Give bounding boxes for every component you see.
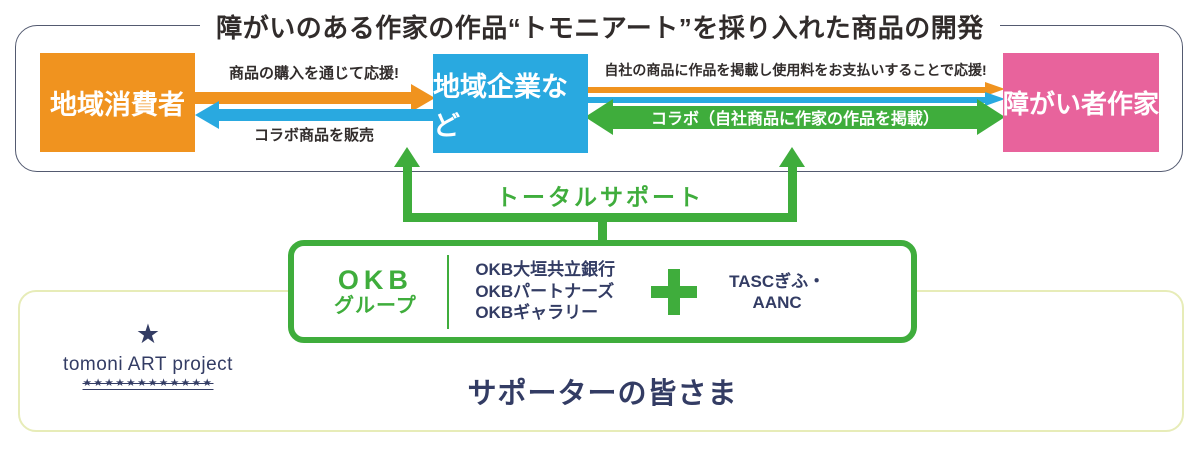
okb-name-line1: OKB bbox=[337, 264, 413, 295]
arrow-collab-double-icon: コラボ（自社商品に作家の作品を掲載） bbox=[585, 99, 1005, 136]
consumer-box: 地域消費者 bbox=[40, 53, 195, 152]
diagram-title: 障がいのある作家の作品“トモニアート”を採り入れた商品の開発 bbox=[200, 8, 1000, 45]
okb-group-box: OKB グループ OKB大垣共立銀行 OKBパートナーズ OKBギャラリー TA… bbox=[288, 240, 917, 343]
consumer-box-label: 地域消費者 bbox=[50, 90, 185, 120]
sell-flow-label: コラボ商品を販売 bbox=[253, 127, 374, 144]
okb-members-list: OKB大垣共立銀行 OKBパートナーズ OKBギャラリー bbox=[475, 259, 615, 324]
okb-group-name: OKB グループ bbox=[334, 264, 417, 318]
tomoni-art-logo: ★ tomoni ART project ★★★★★★★★★★★★ bbox=[55, 319, 241, 389]
support-connector-bar bbox=[403, 213, 796, 222]
support-connector-stem bbox=[598, 219, 607, 245]
arrow-purchase-right-icon bbox=[195, 84, 435, 112]
partner-line1: TASCぎふ・ bbox=[729, 271, 826, 291]
total-support-label: トータルサポート bbox=[496, 184, 704, 210]
support-arrow-up-right-icon bbox=[779, 147, 805, 222]
arrow-sell-left-icon bbox=[195, 101, 435, 129]
supporters-label: サポーターの皆さま bbox=[467, 378, 738, 410]
okb-member-1: OKB大垣共立銀行 bbox=[475, 260, 616, 280]
star-row-icon: ★★★★★★★★★★★★ bbox=[82, 376, 214, 389]
artist-box-label: 障がい者作家 bbox=[1003, 89, 1160, 119]
partner-org-label: TASCぎふ・ AANC bbox=[729, 271, 825, 313]
royalty-flow-label: 自社の商品に作品を掲載し使用料をお支払いすることで応援! bbox=[604, 62, 987, 78]
okb-name-line2: グループ bbox=[334, 295, 417, 318]
star-icon: ★ bbox=[135, 319, 161, 349]
okb-member-3: OKBギャラリー bbox=[475, 303, 599, 323]
title-wrap: 障がいのある作家の作品“トモニアート”を採り入れた商品の開発 bbox=[0, 8, 1200, 45]
collab-arrow-label: コラボ（自社商品に作家の作品を掲載） bbox=[650, 111, 939, 128]
plus-icon bbox=[651, 268, 698, 315]
partner-line2: AANC bbox=[752, 292, 802, 312]
purchase-flow-label: 商品の購入を通じて応援! bbox=[229, 65, 399, 82]
okb-divider bbox=[446, 254, 450, 329]
support-arrow-up-left-icon bbox=[394, 147, 420, 222]
logo-text: tomoni ART project bbox=[63, 353, 233, 375]
company-box-label: 地域企業など bbox=[433, 71, 568, 141]
artist-box: 障がい者作家 bbox=[1003, 53, 1159, 152]
okb-member-2: OKBパートナーズ bbox=[475, 281, 615, 301]
company-box: 地域企業など bbox=[433, 54, 588, 153]
